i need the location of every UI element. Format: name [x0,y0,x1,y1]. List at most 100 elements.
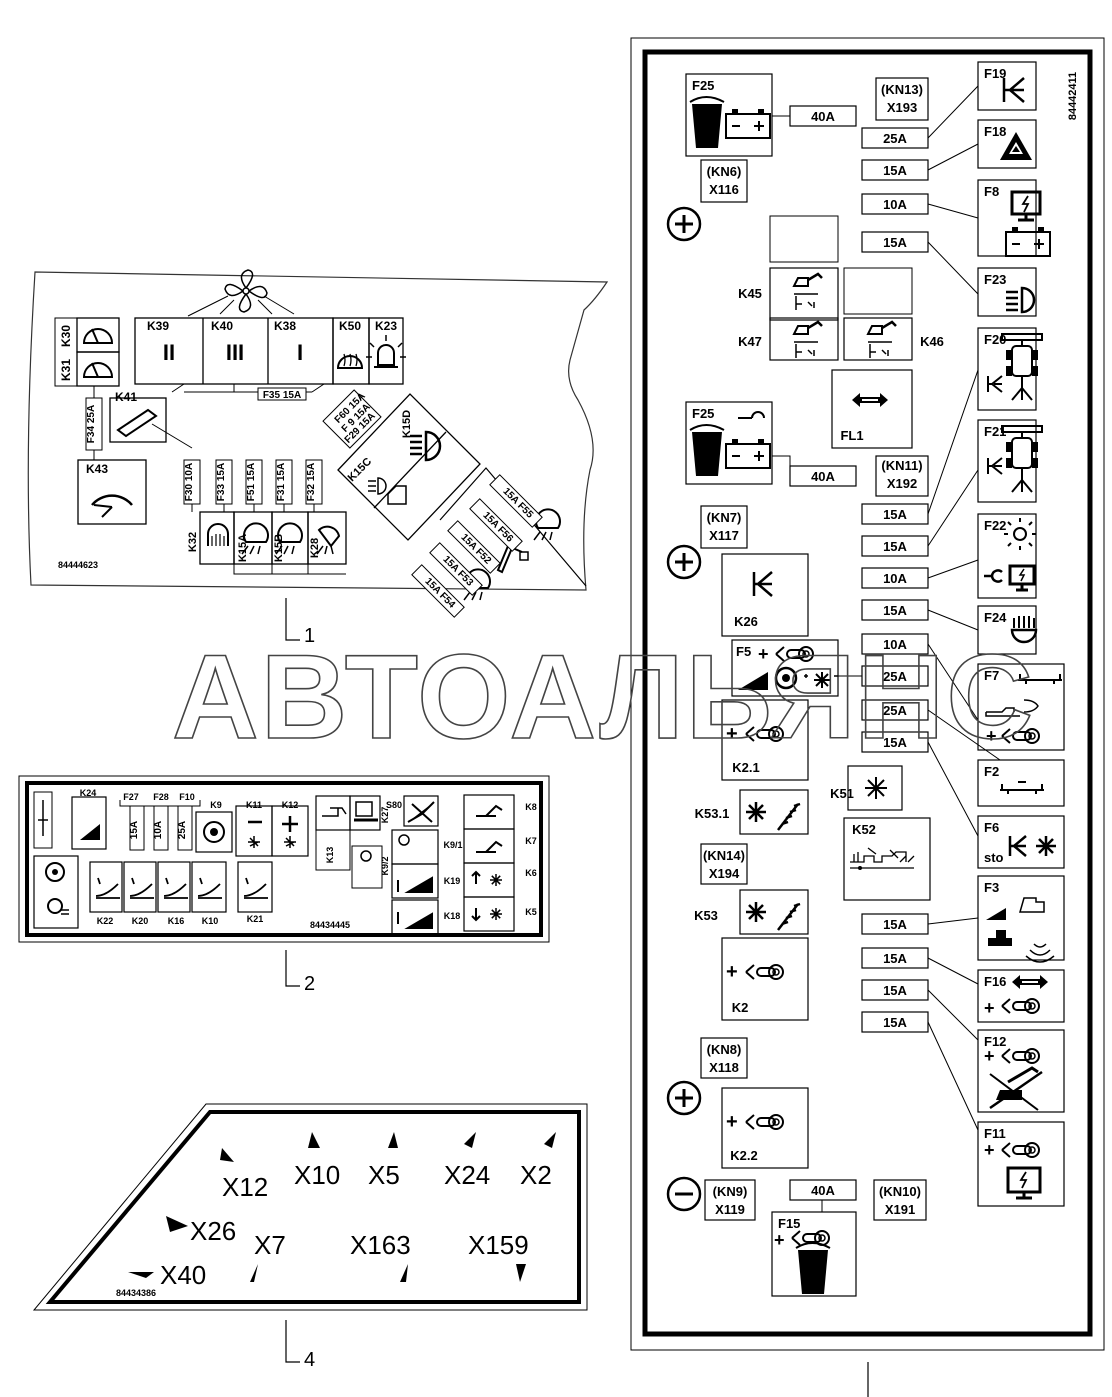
connector-label: (KN10) [879,1184,921,1199]
fuse-label: F35 15A [263,390,301,401]
horn-small-icon [987,375,1003,393]
sun-icon [1004,518,1036,550]
svg-text:+: + [774,1230,785,1250]
component-label: K9/2 [380,856,390,875]
svg-text:+: + [984,1140,995,1160]
head-light-icon [241,522,269,555]
connector-label: X159 [468,1230,529,1260]
fuse-rating: 15A [883,983,907,998]
snowflake-f6-icon [1036,836,1056,856]
hazard-icon [1000,132,1032,160]
fuse-label: F32 15A [306,463,317,501]
connector-label: X116 [709,182,739,197]
fuse-label: F16 [984,974,1006,989]
component-label: K8 [525,802,537,812]
relay-label: K51 [830,786,854,801]
part-number: 84434386 [116,1288,156,1298]
blower-f5-icon [804,672,838,688]
fuse-rating: 15A [883,917,907,932]
svg-text:+: + [726,961,738,983]
fuse-label: F25 [692,406,714,421]
fuse-label: F18 [984,124,1006,139]
fuse-label: F2 [984,764,999,779]
component-label: K12 [282,800,299,810]
component-label: K10 [202,916,219,926]
air-icon-p2 [47,898,69,915]
snowflake-k51-icon [865,777,887,799]
fuse-label: F23 [984,272,1006,287]
fuse-rating: 10A [153,821,164,839]
svg-text:+: + [984,1046,995,1066]
relay-label: K32 [187,532,199,552]
fuse-label: 15A F54 [422,576,457,611]
relay-label: K28 [309,538,321,558]
plus-circle-1-icon [666,206,702,242]
relay-label: K53 [694,908,718,923]
connector-label: X7 [254,1230,286,1260]
connector-label: X192 [887,476,917,491]
connector-label: X193 [887,100,917,115]
relay-label: K50 [339,319,361,333]
relay-label: K40 [211,319,233,333]
fan-icon-p2 [45,862,65,882]
fuse-label: F6 [984,820,999,835]
connector-label: (KN7) [707,510,742,525]
monitor-icon [1010,190,1042,222]
wiper-rear-icon [82,328,114,344]
plus-circle-2-icon [666,544,702,580]
wiper-rear-2-icon [82,362,114,378]
fuse-label: F12 [984,1034,1006,1049]
fuse-label: F8 [984,184,999,199]
fuse-label: F51 15A [246,463,257,501]
fuse-label: F11 [984,1126,1006,1141]
svg-text:+: + [758,644,769,664]
k46-icon [866,320,897,358]
fuse-label: F3 [984,880,999,895]
trailer-icon [1018,674,1062,684]
fuse-rating: 15A [883,951,907,966]
tractor-top-2-icon [1001,425,1043,493]
head-light-2-icon [275,522,303,555]
component-label: K13 [325,847,335,864]
cab-icon [387,485,407,505]
fan-speed-label: III [226,340,244,365]
fuse-label: F15 [778,1216,800,1231]
fuse-label: F22 [984,518,1006,533]
beam-light-icon [410,430,442,462]
relay-label: K53.1 [695,806,730,821]
fuse-label: F25 [692,78,714,93]
fuse-label: F5 [736,644,751,659]
connector-label: X163 [350,1230,411,1260]
component-label: K9/1 [443,840,462,850]
fuse-rating: 25A [883,131,907,146]
fuse-label: F24 [984,610,1007,625]
component-label: K24 [80,788,97,798]
horn-f6-icon [1008,835,1027,857]
relay-label: K15C [346,456,374,484]
relay-label: K15B [273,534,285,562]
svg-text:+: + [984,998,995,1018]
fuse-rating: 15A [883,735,907,750]
fuse-rating: 10A [883,571,907,586]
connector-label: X119 [715,1202,745,1217]
fuse-rating: 25A [883,669,907,684]
relay-label: K47 [738,334,762,349]
relay-label: K23 [375,319,397,333]
svg-text:+: + [986,726,997,746]
fuse-label: F31 15A [276,463,287,501]
beacon-icon [366,335,406,368]
fan-speed-label: II [163,340,175,365]
blower-minus-icon [248,836,260,848]
fuse-suffix: sto [984,850,1004,865]
fuse-label: F30 10A [184,463,195,501]
fuse-label: F21 [984,424,1006,439]
snowflake-k5-icon [489,907,503,921]
connector-label: X191 [885,1202,915,1217]
component-label: F27 [123,792,139,802]
relay-label: K15D [401,410,413,438]
fuse-label: F20 [984,332,1006,347]
relay-label: K52 [852,822,876,837]
minus-circle-icon [666,1176,702,1212]
watermark-text: АВТОАЛЬЯНС [172,630,1035,764]
